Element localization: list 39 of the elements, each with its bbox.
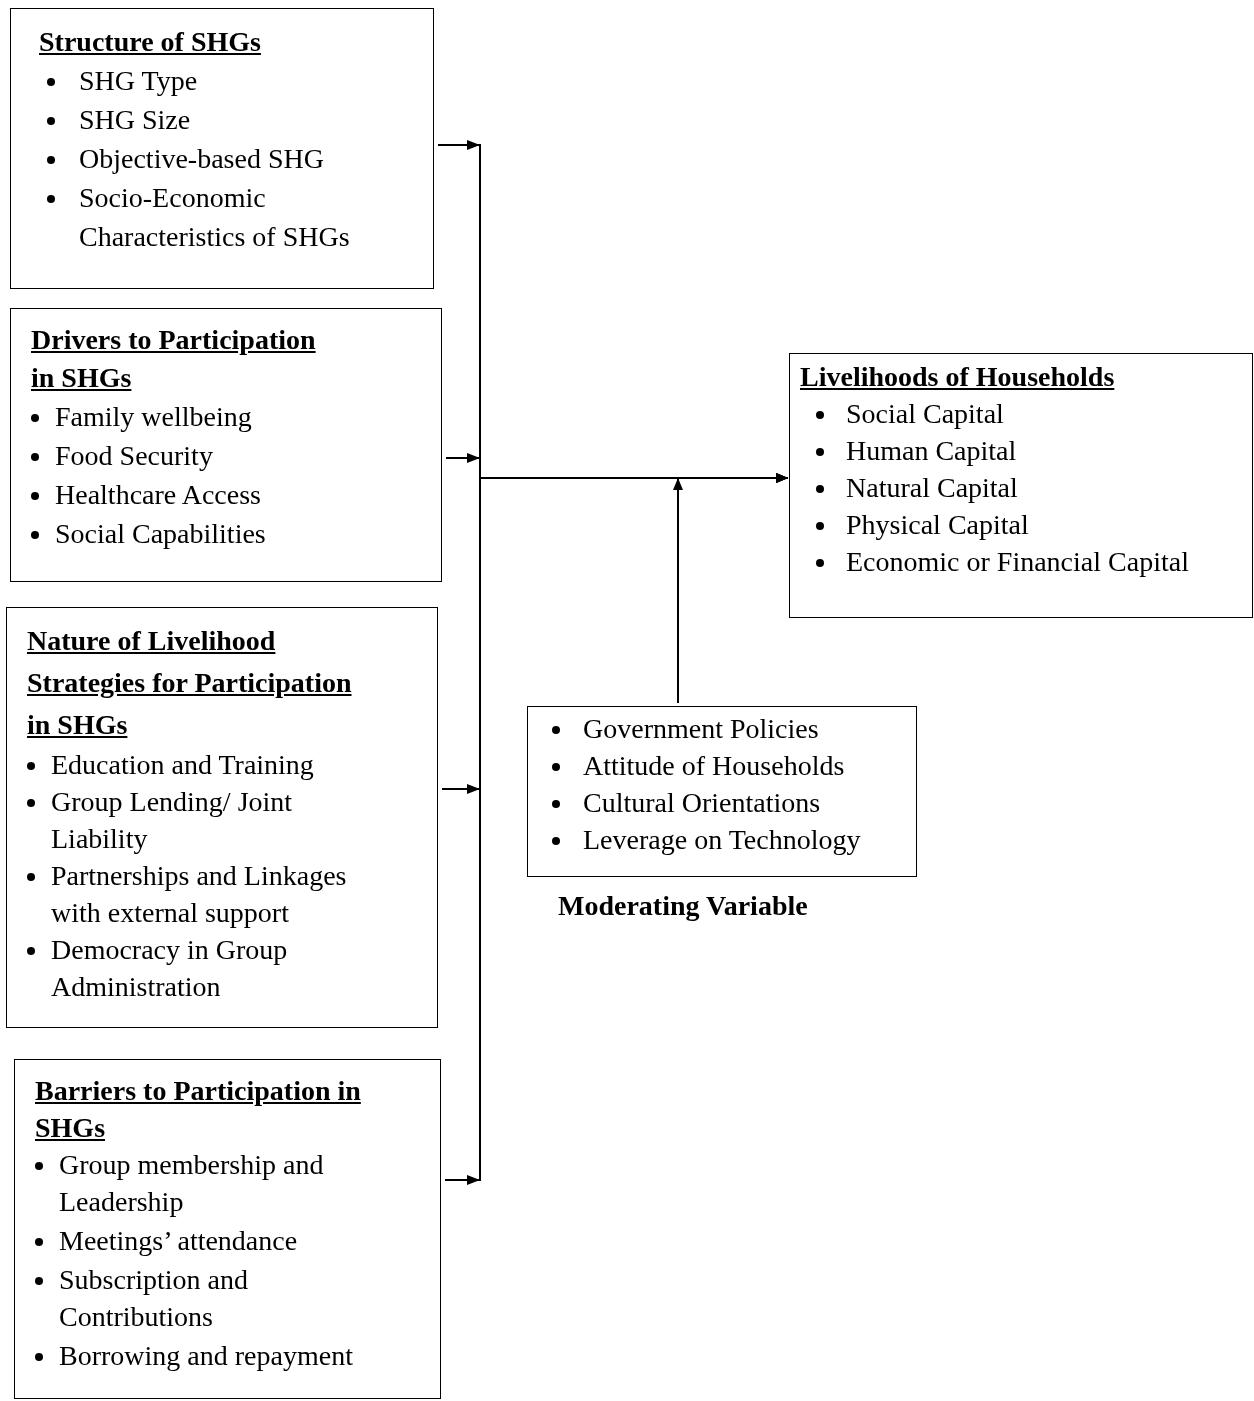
bullet-item: Healthcare Access (55, 478, 262, 512)
bullet-item: Government Policies (583, 712, 820, 746)
text-box (14, 1059, 441, 1399)
bullet-item: SHG Type (79, 64, 199, 98)
bullet-item: Objective-based SHG (79, 142, 325, 176)
bullet-item: SHG Size (79, 103, 192, 137)
bullet-item: Social Capabilities (55, 517, 267, 551)
bullet-item: Economic or Financial Capital (846, 545, 1190, 579)
bullet-item: Group Lending/ Joint Liability (51, 785, 294, 856)
bullet-item: Group membership and Leadership (59, 1148, 325, 1219)
bullet-item: Food Security (55, 439, 214, 473)
bullet-item: Subscription and Contributions (59, 1263, 249, 1334)
arrow (444, 473, 789, 1181)
bullet-item: Cultural Orientations (583, 786, 822, 820)
bullet-item: Family wellbeing (55, 400, 253, 434)
heading: Livelihoods of Households (800, 360, 1116, 394)
text-box (10, 308, 442, 582)
bullet-item: Physical Capital (846, 508, 1030, 542)
text-box (789, 353, 1253, 618)
bullet-item: Meetings’ attendance (59, 1224, 299, 1258)
bullet-item: Socio-Economic Characteristics of SHGs (79, 181, 351, 254)
bullet-item: Democracy in Group Administration (51, 933, 289, 1004)
bullet-item: Social Capital (846, 397, 1005, 431)
bullet-item: Natural Capital (846, 471, 1019, 505)
heading: Structure of SHGs (39, 25, 262, 59)
bullet-item: Partnerships and Linkages with external support (51, 859, 348, 930)
heading: Barriers to Participation in SHGs (35, 1074, 362, 1145)
heading: Nature of Livelihood Strategies for Participation in SHGs (27, 624, 353, 742)
bullet-item: Education and Training (51, 748, 315, 782)
bullet-item: Attitude of Households (583, 749, 846, 783)
bullet-item: Borrowing and repayment (59, 1339, 354, 1373)
text-box (10, 8, 434, 289)
heading: Drivers to Participation in SHGs (31, 323, 317, 395)
text-box (6, 607, 438, 1028)
bullet-item: Leverage on Technology (583, 823, 862, 857)
text-box (527, 706, 917, 877)
node-label: Moderating Variable (558, 890, 808, 922)
bullet-item: Human Capital (846, 434, 1018, 468)
arrow (673, 477, 683, 704)
